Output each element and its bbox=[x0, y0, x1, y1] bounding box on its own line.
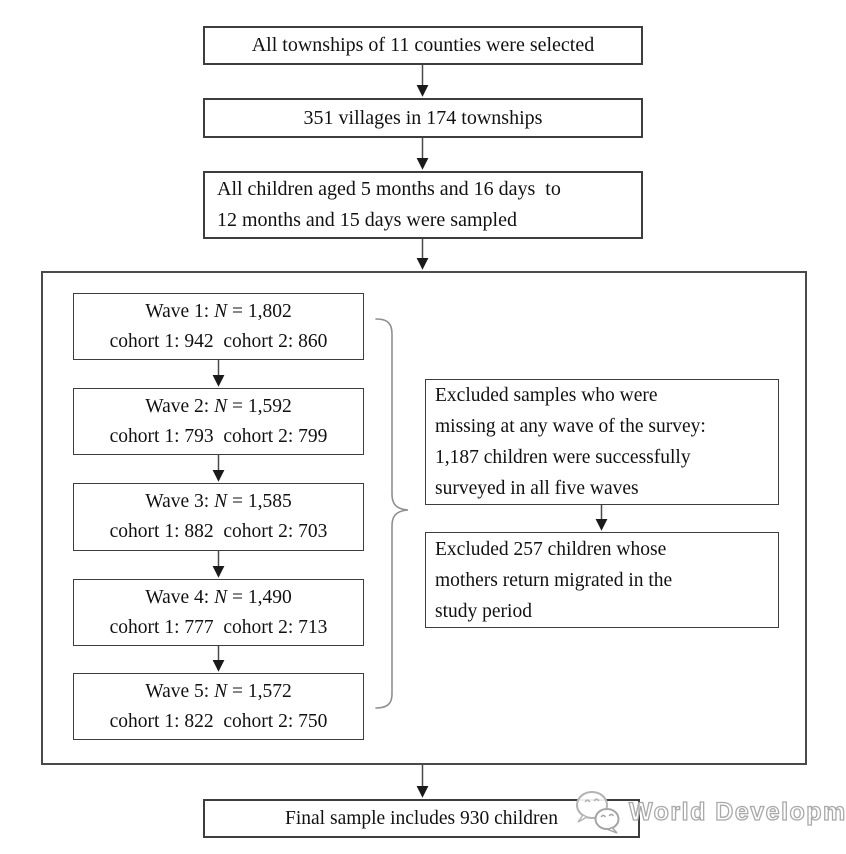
wave4-n-symbol: N bbox=[214, 586, 228, 608]
curly-brace bbox=[375, 318, 409, 709]
box-step3: All children aged 5 months and 16 days t… bbox=[203, 171, 643, 239]
wave3-n-symbol: N bbox=[214, 491, 228, 512]
box-wave1: Wave 1: N = 1,802 cohort 1: 942 cohort 2… bbox=[73, 293, 364, 360]
final-sample-text: Final sample includes 930 children bbox=[285, 808, 558, 829]
wave3-n-value: = 1,585 bbox=[227, 491, 292, 512]
wave3-cohorts: cohort 1: 882 cohort 2: 703 bbox=[109, 521, 328, 542]
watermark-text: World Development bbox=[628, 797, 846, 826]
watermark: World Development bbox=[571, 789, 846, 835]
wave3-title: Wave 3: N = 1,585 bbox=[145, 487, 291, 517]
wave3-label: Wave 3: bbox=[145, 491, 215, 512]
wave1-cohorts: cohort 1: 942 cohort 2: 860 bbox=[109, 330, 328, 352]
wave1-n-value: = 1,802 bbox=[227, 300, 292, 322]
wave5-n-symbol: N bbox=[214, 680, 228, 702]
wave2-cohorts: cohort 1: 793 cohort 2: 799 bbox=[109, 425, 328, 447]
panel-survey-waves bbox=[41, 271, 807, 765]
wave4-cohorts: cohort 1: 777 cohort 2: 713 bbox=[109, 616, 328, 638]
step1-text: All townships of 11 counties were select… bbox=[251, 34, 595, 56]
wave5-title: Wave 5: N = 1,572 bbox=[145, 677, 291, 707]
excluded-migrated-text: Excluded 257 children whose mothers retu… bbox=[435, 538, 673, 622]
wave4-label: Wave 4: bbox=[145, 586, 215, 608]
step3-text: All children aged 5 months and 16 days t… bbox=[217, 178, 561, 231]
box-excluded-migrated: Excluded 257 children whose mothers retu… bbox=[425, 532, 779, 628]
box-wave2: Wave 2: N = 1,592 cohort 1: 793 cohort 2… bbox=[73, 388, 364, 455]
wave4-n-value: = 1,490 bbox=[227, 586, 292, 608]
box-excluded-missing: Excluded samples who were missing at any… bbox=[425, 379, 779, 505]
wave1-label: Wave 1: bbox=[145, 300, 215, 322]
wave4-title: Wave 4: N = 1,490 bbox=[145, 583, 291, 613]
excluded-missing-text: Excluded samples who were missing at any… bbox=[435, 385, 706, 499]
box-step2: 351 villages in 174 townships bbox=[203, 98, 643, 138]
box-step1: All townships of 11 counties were select… bbox=[203, 26, 643, 65]
wave2-title: Wave 2: N = 1,592 bbox=[145, 392, 291, 422]
box-wave4: Wave 4: N = 1,490 cohort 1: 777 cohort 2… bbox=[73, 579, 364, 646]
box-wave3: Wave 3: N = 1,585 cohort 1: 882 cohort 2… bbox=[73, 483, 364, 551]
wave5-cohorts: cohort 1: 822 cohort 2: 750 bbox=[109, 710, 328, 732]
step2-text: 351 villages in 174 townships bbox=[303, 106, 543, 129]
box-final-sample: Final sample includes 930 children bbox=[203, 799, 640, 838]
wave1-title: Wave 1: N = 1,802 bbox=[145, 297, 291, 327]
wave2-label: Wave 2: bbox=[145, 395, 215, 417]
wave1-n-symbol: N bbox=[214, 300, 228, 322]
wave2-n-value: = 1,592 bbox=[227, 395, 292, 417]
box-wave5: Wave 5: N = 1,572 cohort 1: 822 cohort 2… bbox=[73, 673, 364, 740]
wave2-n-symbol: N bbox=[214, 395, 228, 417]
wechat-icon bbox=[576, 791, 620, 834]
wave5-label: Wave 5: bbox=[145, 680, 215, 702]
wave5-n-value: = 1,572 bbox=[227, 680, 292, 702]
